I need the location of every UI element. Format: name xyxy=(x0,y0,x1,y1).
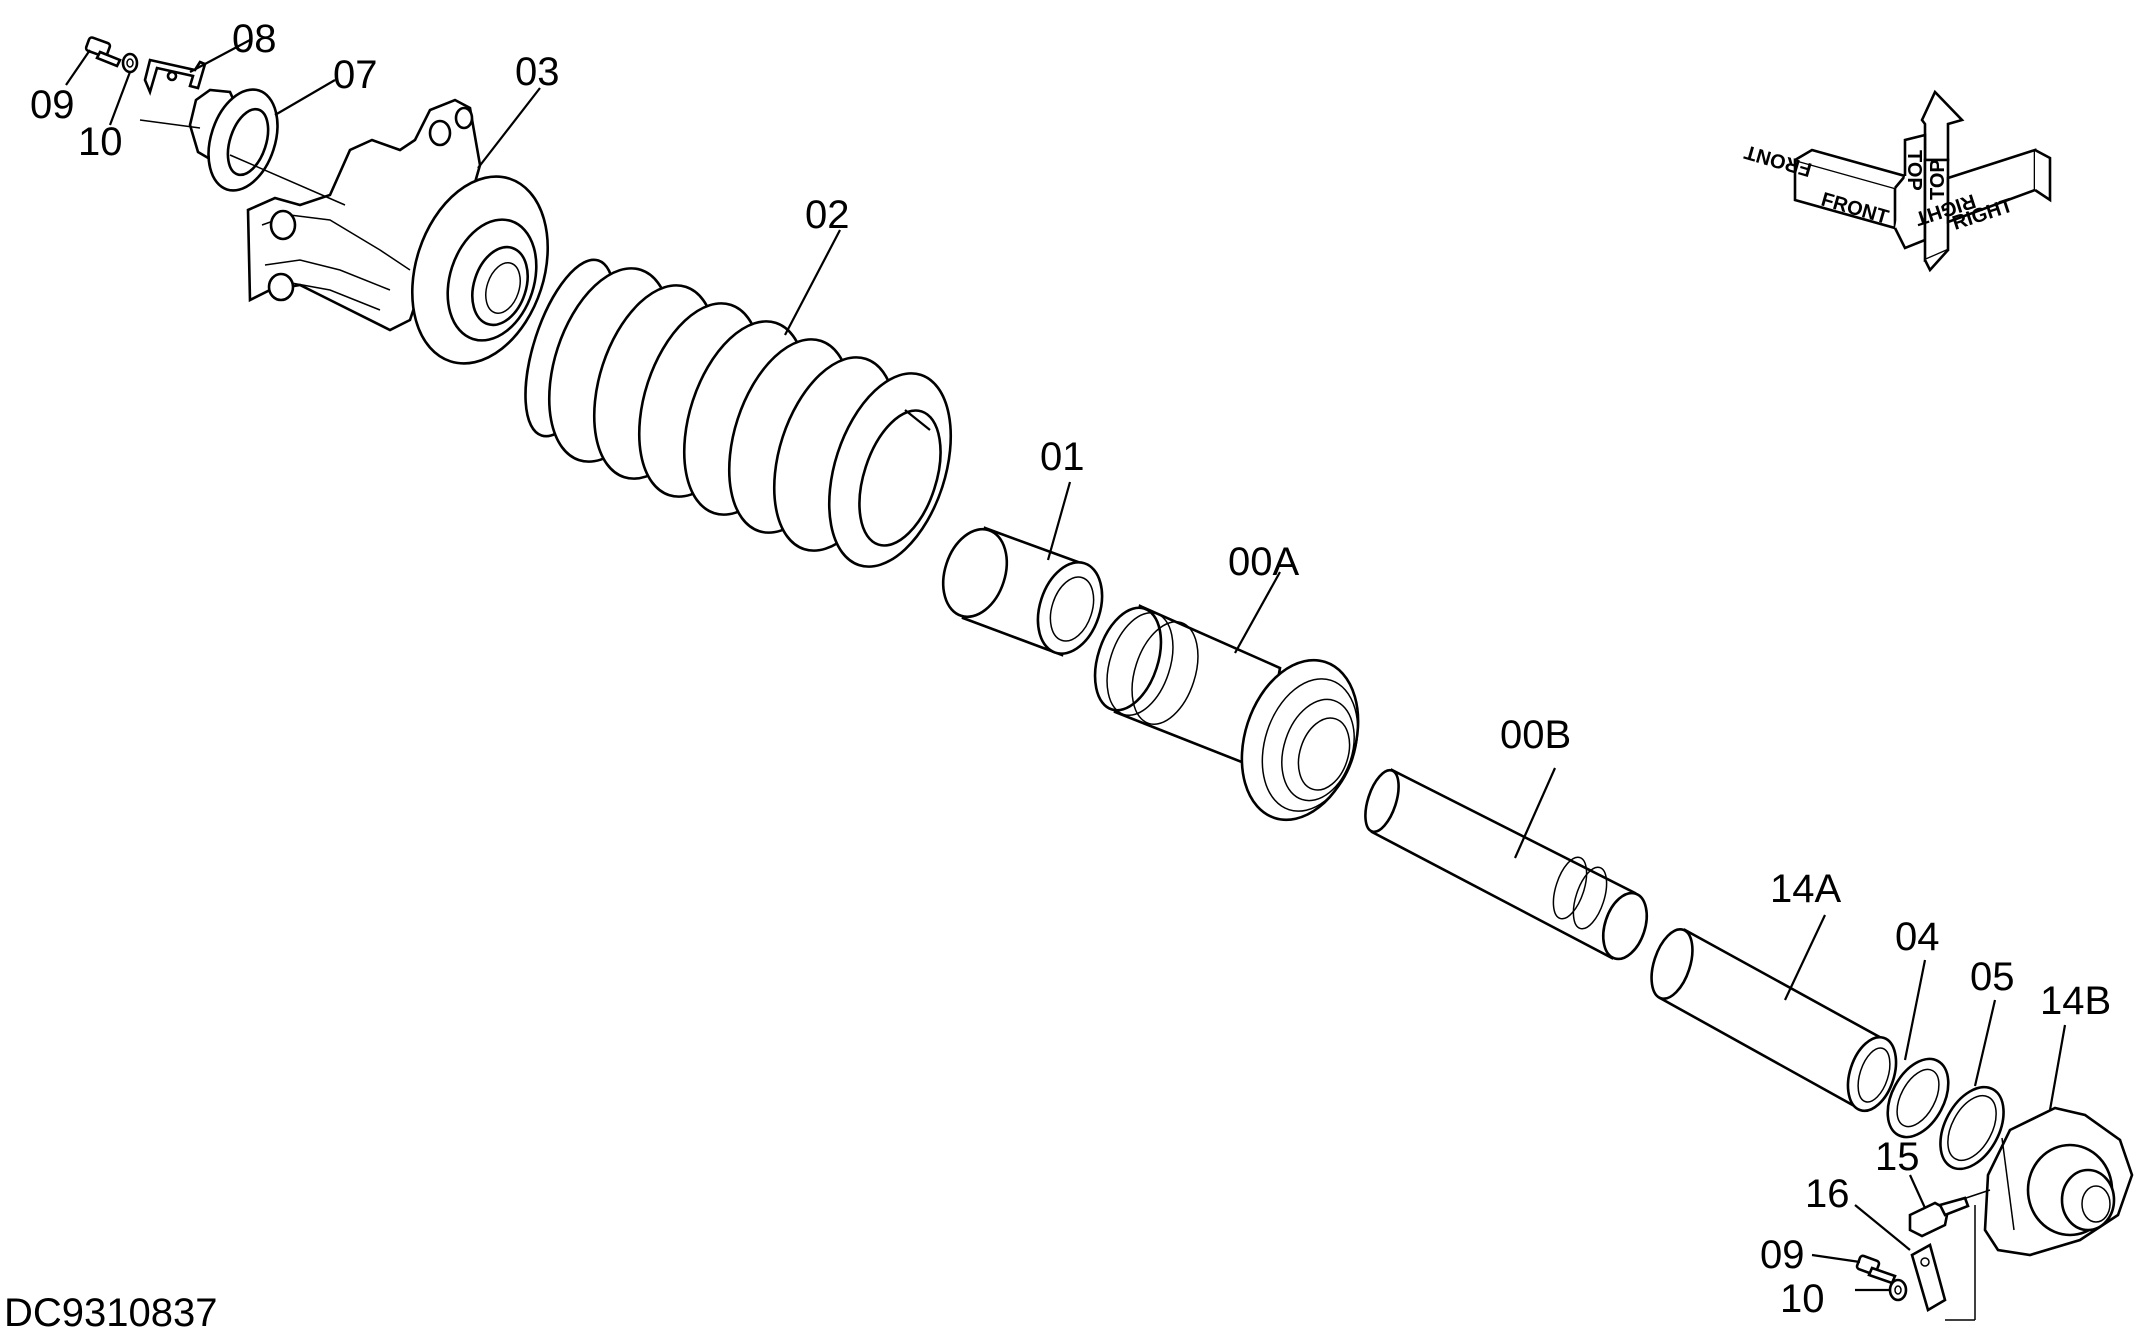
callout-labels: 09 10 08 07 03 02 01 00A 00B 14A 04 05 1… xyxy=(30,17,2111,1321)
part-07-cap xyxy=(188,88,279,192)
callout-09-bottom: 09 xyxy=(1760,1233,1805,1277)
part-00A-piston xyxy=(1093,604,1360,822)
part-10-washer-bottom xyxy=(1888,1278,1908,1302)
part-09-bolt-top xyxy=(84,36,122,68)
callout-14B: 14B xyxy=(2040,979,2111,1023)
callout-07: 07 xyxy=(333,53,378,97)
callout-00B: 00B xyxy=(1500,713,1571,757)
part-09-bolt-bottom xyxy=(1855,1254,1897,1285)
part-04-ring xyxy=(1886,1057,1950,1139)
callout-09-top: 09 xyxy=(30,83,75,127)
callout-05: 05 xyxy=(1970,955,2015,999)
orientation-top-label: TOP xyxy=(1903,150,1925,191)
part-02-spring xyxy=(524,258,953,568)
part-10-washer-top xyxy=(121,52,139,74)
document-id: DC9310837 xyxy=(4,1291,218,1335)
callout-15: 15 xyxy=(1875,1135,1920,1179)
part-01-sleeve xyxy=(941,526,1104,657)
orientation-front-label-mirrored: FRONT xyxy=(1742,140,1814,180)
callout-10-top: 10 xyxy=(78,120,123,164)
leader-lines xyxy=(65,39,2067,1292)
callout-16: 16 xyxy=(1805,1172,1850,1216)
assembly-lines xyxy=(139,119,1991,1321)
part-16-plate xyxy=(1910,1243,1947,1312)
callout-08: 08 xyxy=(232,17,277,61)
part-15-fitting xyxy=(1908,1196,1970,1238)
callout-04: 04 xyxy=(1895,915,1940,959)
part-08-bracket xyxy=(143,58,207,96)
part-14A-tube xyxy=(1650,928,1898,1113)
callout-02: 02 xyxy=(805,193,850,237)
callout-01: 01 xyxy=(1040,435,1085,479)
part-03-housing xyxy=(246,98,550,365)
callout-03: 03 xyxy=(515,50,560,94)
part-14B-end-cap xyxy=(1983,1106,2134,1257)
part-00B-rod xyxy=(1364,768,1649,961)
callout-00A: 00A xyxy=(1228,540,1299,584)
part-05-ring xyxy=(1939,1085,2005,1171)
orientation-indicator: FRONT FRONT TOP TOP RIGHT RIGHT xyxy=(1742,89,2052,273)
callout-10-bottom: 10 xyxy=(1780,1277,1825,1321)
callout-14A: 14A xyxy=(1770,867,1841,911)
orientation-top-label-mirrored: TOP xyxy=(1927,159,1949,200)
